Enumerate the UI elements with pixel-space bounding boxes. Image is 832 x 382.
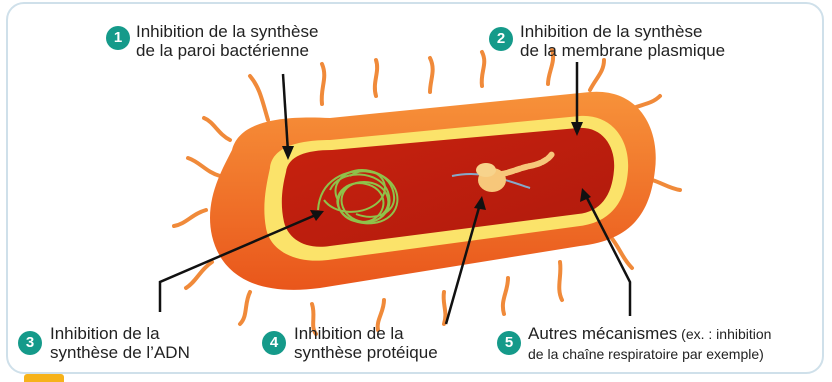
- callout-2-line1: Inhibition de la synthèse: [520, 22, 702, 41]
- callout-5-line1-note: (ex. : inhibition: [677, 326, 771, 342]
- callout-1-line1: Inhibition de la synthèse: [136, 22, 318, 41]
- number-badge-3: 3: [18, 331, 42, 355]
- callout-4-line2: synthèse protéique: [294, 343, 438, 362]
- number-badge-5: 5: [497, 331, 521, 355]
- number-badge-1: 1: [106, 26, 130, 50]
- callout-3-line1: Inhibition de la: [50, 324, 160, 343]
- callout-4-line1: Inhibition de la: [294, 324, 404, 343]
- callout-5-line1-main: Autres mécanismes: [528, 324, 677, 343]
- number-badge-4: 4: [262, 331, 286, 355]
- callout-5-line1: Autres mécanismes (ex. : inhibition: [528, 324, 771, 344]
- callout-3-line2: synthèse de l’ADN: [50, 343, 190, 362]
- callout-5-line2: de la chaîne respiratoire par exemple): [528, 345, 764, 364]
- callout-2-line2: de la membrane plasmique: [520, 41, 725, 60]
- callout-1-line2: de la paroi bactérienne: [136, 41, 309, 60]
- number-badge-2: 2: [489, 27, 513, 51]
